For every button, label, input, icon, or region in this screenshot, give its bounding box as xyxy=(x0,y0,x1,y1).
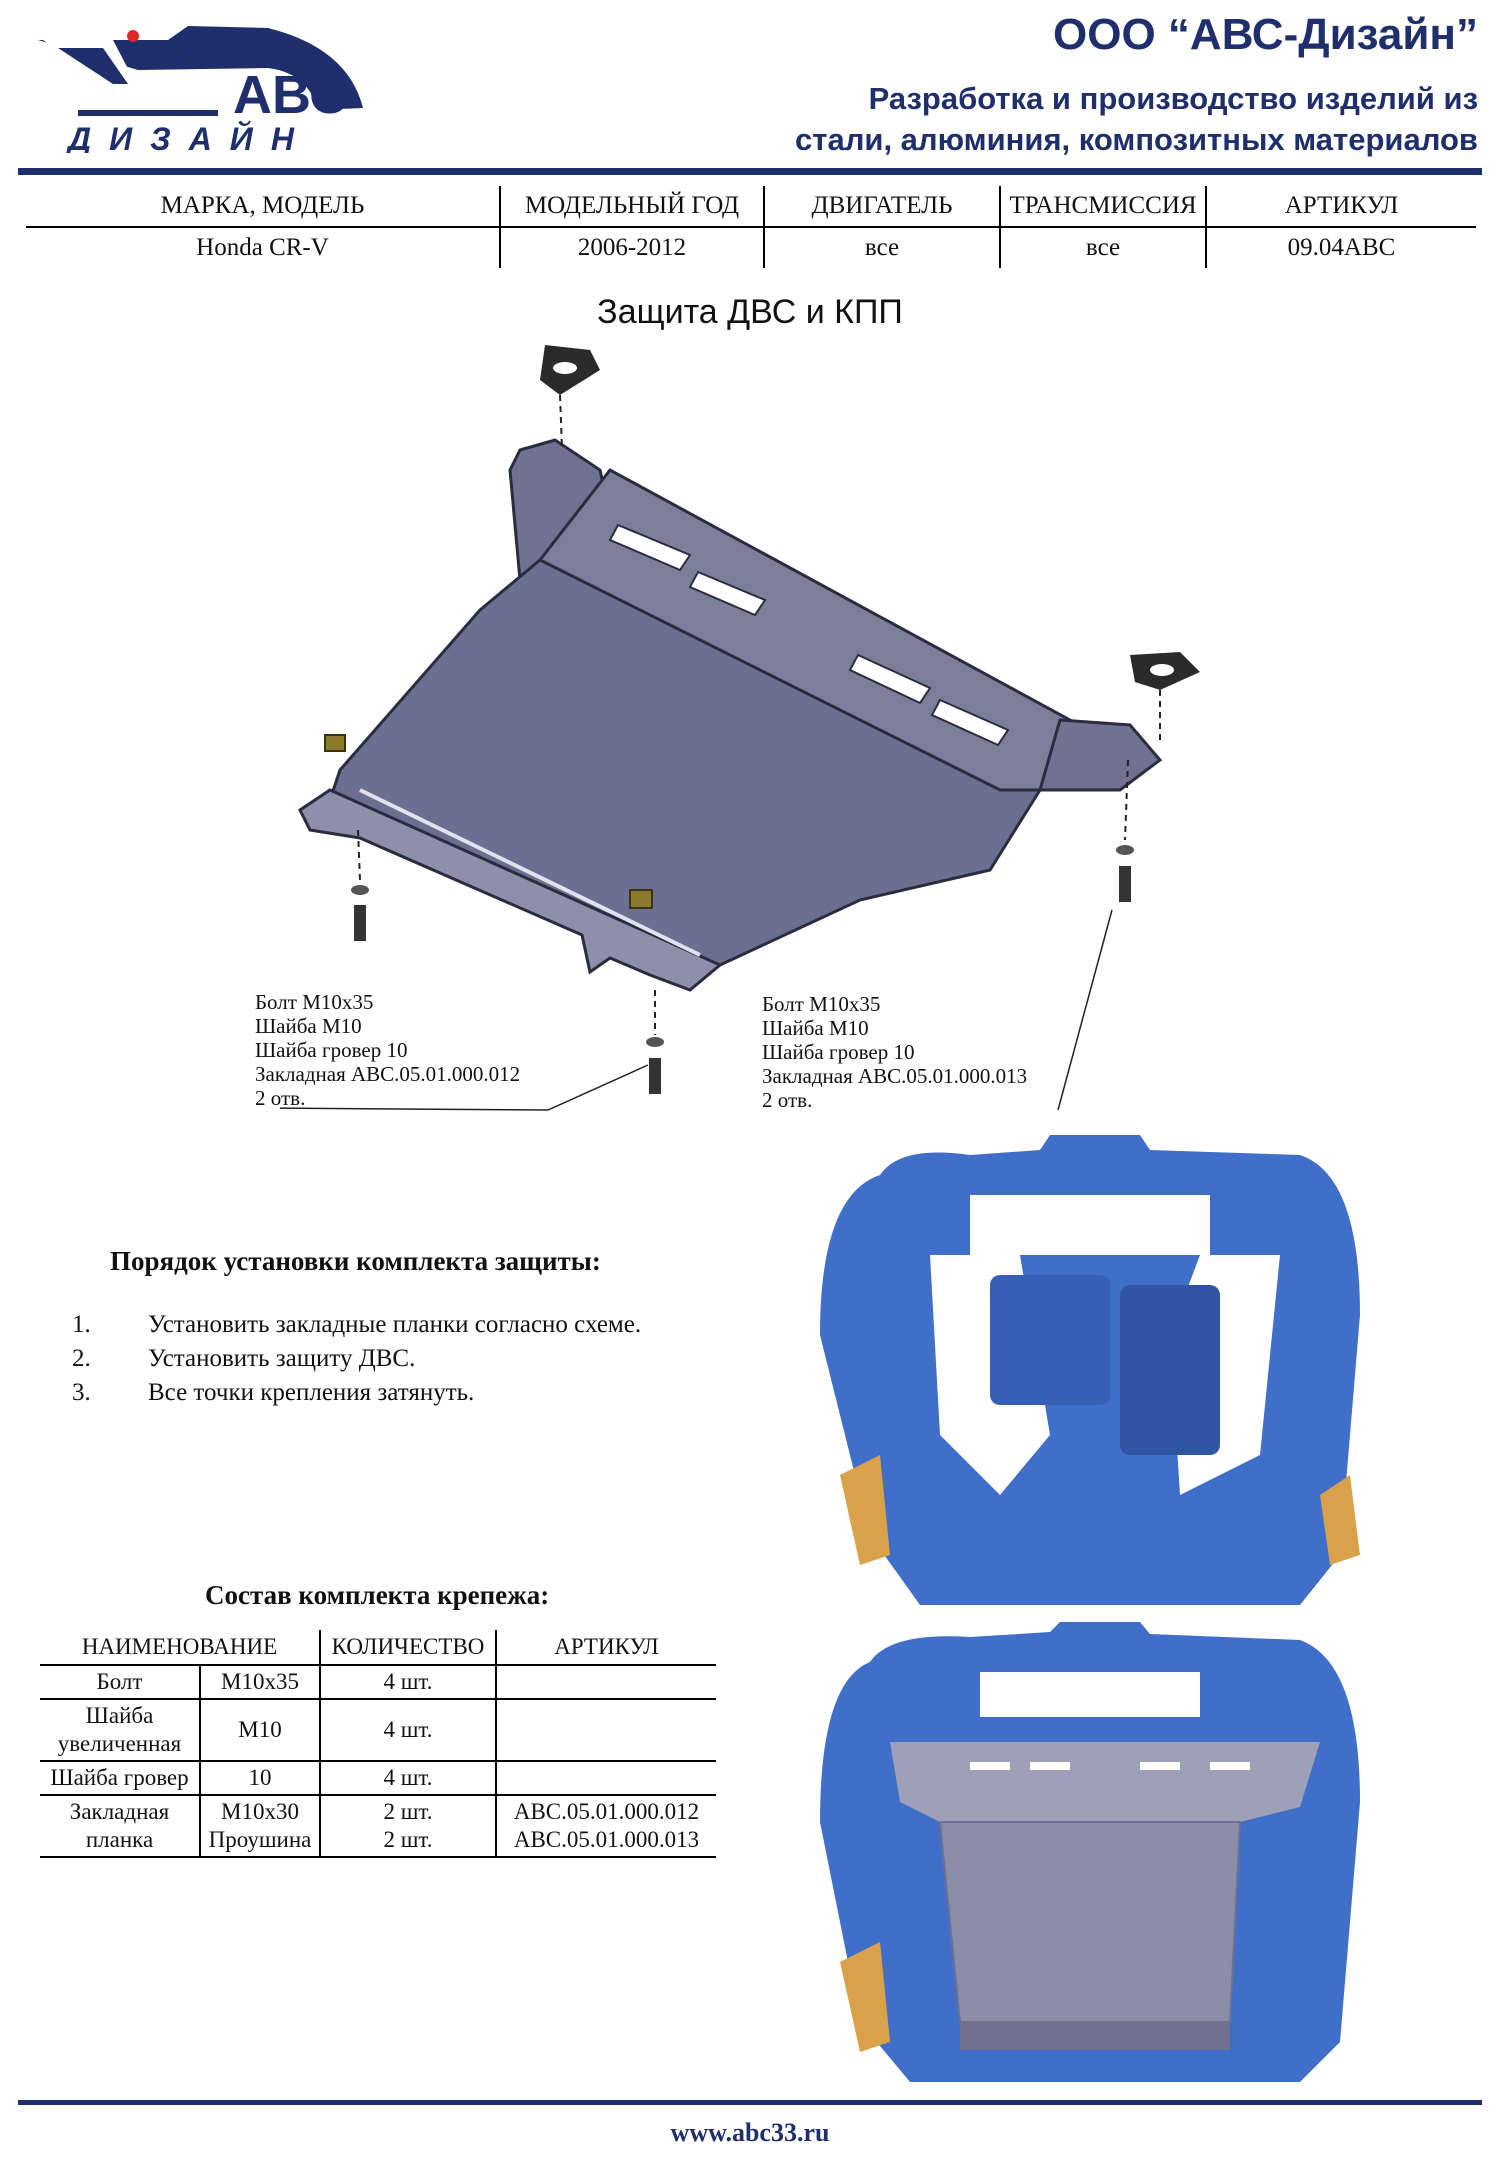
fasteners-table: НАИМЕНОВАНИЕ КОЛИЧЕСТВО АРТИКУЛ Болт М10… xyxy=(40,1630,716,1858)
cell-size: М10х30 Проушина xyxy=(199,1795,320,1858)
table-row: Шайба гровер 10 4 шт. xyxy=(40,1761,716,1796)
company-tagline: Разработка и производство изделий из ста… xyxy=(795,78,1478,160)
callout-left-line: Шайба М10 xyxy=(255,1014,362,1038)
cell-article-line: АВС.05.01.000.013 xyxy=(513,1827,700,1852)
spec-value-engine: все xyxy=(763,227,1000,268)
step-number: 1. xyxy=(72,1311,91,1338)
install-step: 3. Все точки крепления затянуть. xyxy=(72,1376,641,1410)
underbody-scan-before xyxy=(820,1135,1360,1605)
cell-name-line: Шайба xyxy=(85,1703,154,1728)
callout-right-line: Шайба М10 xyxy=(762,1016,869,1040)
underbody-scan-after xyxy=(820,1622,1360,2082)
cell-article xyxy=(495,1761,716,1796)
fasteners-heading: Состав комплекта крепежа: xyxy=(205,1580,550,1610)
install-step: 2. Установить защиту ДВС. xyxy=(72,1342,641,1376)
company-name: ООО “АВС-Дизайн” xyxy=(1053,10,1478,59)
step-text: Все точки крепления затянуть. xyxy=(148,1379,475,1406)
logo-text: АВС xyxy=(233,65,348,125)
cell-size-line: Проушина xyxy=(208,1827,312,1852)
callout-right-line: Шайба гровер 10 xyxy=(762,1040,915,1064)
spec-header-model: МАРКА, МОДЕЛЬ xyxy=(26,186,500,228)
spec-header-transmission: ТРАНСМИССИЯ xyxy=(999,186,1206,228)
spec-value-row: Honda CR-V 2006-2012 все все 09.04АВС xyxy=(26,227,1476,268)
callout-right-line: 2 отв. xyxy=(762,1088,813,1112)
install-steps: 1. Установить закладные планки согласно … xyxy=(72,1308,641,1410)
table-row: Закладная планка М10х30 Проушина 2 шт. 2… xyxy=(40,1795,716,1858)
spec-header-article: АРТИКУЛ xyxy=(1205,186,1476,228)
cell-qty-line: 2 шт. xyxy=(383,1827,433,1852)
company-logo: АВС ДИЗАЙН xyxy=(38,26,363,153)
fasteners-header-article: АРТИКУЛ xyxy=(495,1630,716,1666)
install-step: 1. Установить закладные планки согласно … xyxy=(72,1308,641,1342)
cell-name: Шайба гровер xyxy=(40,1761,200,1796)
cell-name: Шайба увеличенная xyxy=(40,1699,200,1762)
cell-name: Закладная планка xyxy=(40,1795,200,1858)
cell-article: АВС.05.01.000.012 АВС.05.01.000.013 xyxy=(495,1795,716,1858)
header-rule xyxy=(18,168,1482,175)
callout-left-line: Шайба гровер 10 xyxy=(255,1038,408,1062)
cell-article-line: АВС.05.01.000.012 xyxy=(513,1799,700,1824)
tagline-line-2: стали, алюминия, композитных материалов xyxy=(795,122,1478,157)
fasteners-header-qty: КОЛИЧЕСТВО xyxy=(319,1630,496,1666)
tagline-line-1: Разработка и производство изделий из xyxy=(868,81,1478,116)
cell-name-line: увеличенная xyxy=(57,1731,182,1756)
table-row: Болт М10х35 4 шт. xyxy=(40,1665,716,1700)
callout-left-line: 2 отв. xyxy=(255,1086,306,1110)
fasteners-header-row: НАИМЕНОВАНИЕ КОЛИЧЕСТВО АРТИКУЛ xyxy=(40,1630,716,1666)
logo-subtext: ДИЗАЙН xyxy=(65,121,312,153)
fasteners-header-name: НАИМЕНОВАНИЕ xyxy=(40,1630,320,1666)
install-heading: Порядок установки комплекта защиты: xyxy=(110,1246,601,1276)
cell-qty: 2 шт. 2 шт. xyxy=(319,1795,496,1858)
spec-table: МАРКА, МОДЕЛЬ МОДЕЛЬНЫЙ ГОД ДВИГАТЕЛЬ ТР… xyxy=(26,186,1476,268)
callout-left-line: Закладная АВС.05.01.000.012 xyxy=(255,1062,521,1086)
callout-right-line: Закладная АВС.05.01.000.013 xyxy=(762,1064,1028,1088)
cell-size: М10 xyxy=(199,1699,320,1762)
cell-article xyxy=(495,1699,716,1762)
spec-value-year: 2006-2012 xyxy=(499,227,764,268)
bolt-left xyxy=(351,885,369,941)
bolt-front xyxy=(646,1037,664,1094)
spec-value-article: 09.04АВС xyxy=(1205,227,1476,268)
step-text: Установить закладные планки согласно схе… xyxy=(148,1311,642,1338)
document-title: Защита ДВС и КПП xyxy=(597,293,903,331)
callout-right: Болт М10х35 Шайба М10 Шайба гровер 10 За… xyxy=(762,992,1027,1112)
spec-header-year: МОДЕЛЬНЫЙ ГОД xyxy=(499,186,764,228)
cell-qty: 4 шт. xyxy=(319,1665,496,1700)
footer-website: www.abc33.ru xyxy=(670,2118,830,2147)
cell-size: М10х35 xyxy=(199,1665,320,1700)
callout-left: Болт М10х35 Шайба М10 Шайба гровер 10 За… xyxy=(255,990,520,1110)
bolt-right xyxy=(1116,845,1134,902)
cell-qty: 4 шт. xyxy=(319,1761,496,1796)
cell-qty-line: 2 шт. xyxy=(383,1799,433,1824)
spec-value-transmission: все xyxy=(999,227,1206,268)
footer-rule xyxy=(18,2100,1482,2105)
cell-size: 10 xyxy=(199,1761,320,1796)
cell-name-line: планка xyxy=(85,1827,154,1852)
callout-right-line: Болт М10х35 xyxy=(762,992,881,1016)
spec-header-engine: ДВИГАТЕЛЬ xyxy=(763,186,1000,228)
assembly-drawing xyxy=(280,345,1200,1111)
callout-left-line: Болт М10х35 xyxy=(255,990,374,1014)
table-row: Шайба увеличенная М10 4 шт. xyxy=(40,1699,716,1762)
cell-article xyxy=(495,1665,716,1700)
step-number: 2. xyxy=(72,1345,91,1372)
step-number: 3. xyxy=(72,1379,91,1406)
spec-header-row: МАРКА, МОДЕЛЬ МОДЕЛЬНЫЙ ГОД ДВИГАТЕЛЬ ТР… xyxy=(26,186,1476,228)
cell-size-line: М10х30 xyxy=(221,1799,299,1824)
cell-qty: 4 шт. xyxy=(319,1699,496,1762)
cell-name-line: Закладная xyxy=(69,1799,170,1824)
cell-name: Болт xyxy=(40,1665,200,1700)
spec-value-model: Honda CR-V xyxy=(196,234,329,261)
step-text: Установить защиту ДВС. xyxy=(148,1345,416,1372)
